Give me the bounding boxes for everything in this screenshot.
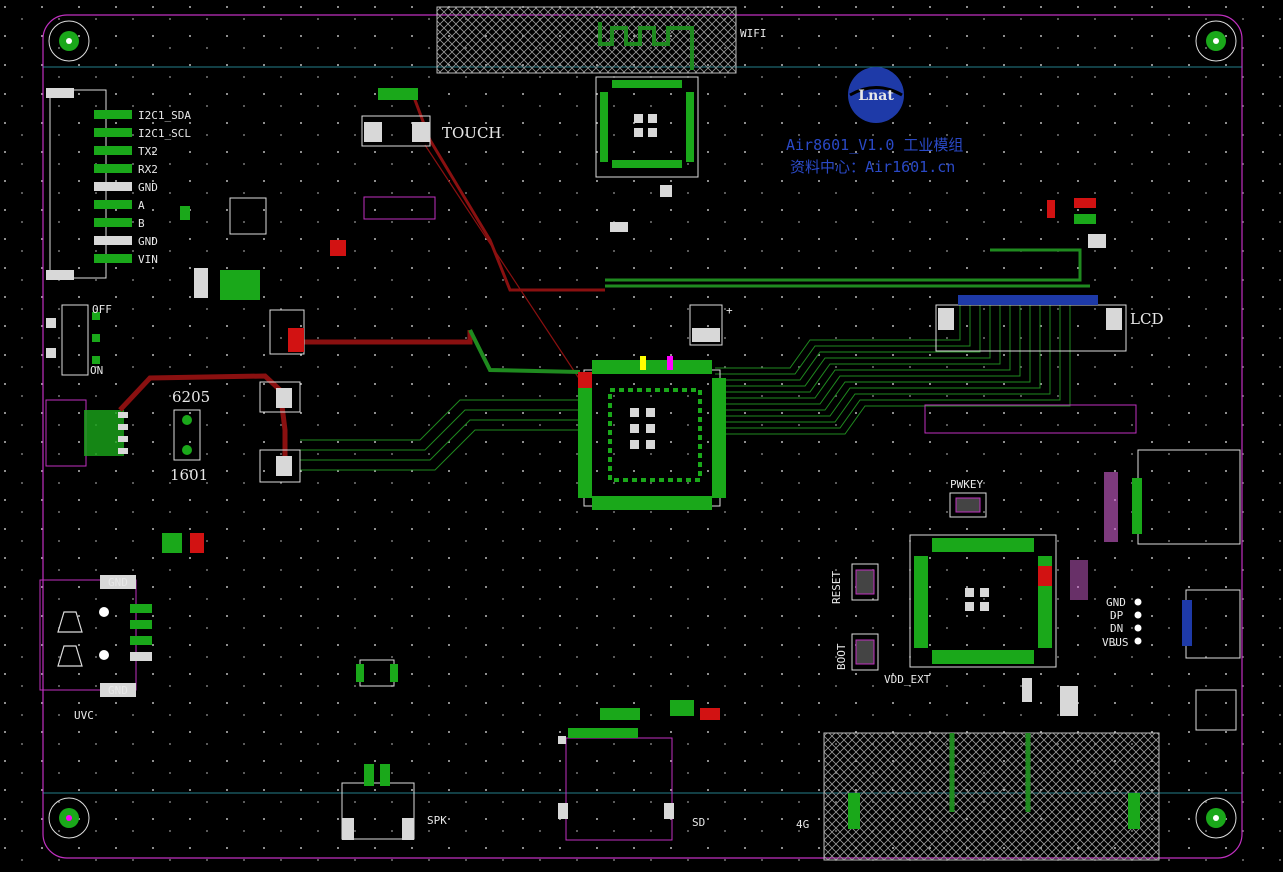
fourg-label: 4G xyxy=(796,818,809,831)
electrolytic-cap xyxy=(689,304,723,346)
wifi-antenna-keepout xyxy=(436,6,737,74)
fourg-antenna-keepout xyxy=(823,732,1160,861)
micro-usb-connector xyxy=(1182,589,1241,659)
power-trace-1 xyxy=(118,373,288,470)
pin-label-gnd-1: GND xyxy=(138,181,158,194)
cellular-module xyxy=(909,534,1057,668)
usb-c-connector xyxy=(45,399,128,467)
usb-vbus-label: VBUS xyxy=(1102,636,1129,649)
touch-connector xyxy=(361,88,431,147)
touch-label: TOUCH xyxy=(442,124,502,142)
ic-1601-label: 1601 xyxy=(170,466,208,484)
switch-on-label: ON xyxy=(90,364,103,377)
top-right-components xyxy=(1047,198,1106,248)
outline-box-1 xyxy=(363,196,436,220)
pin-label-i2c1-sda: I2C1_SDA xyxy=(138,109,191,122)
mounting-hole-tr xyxy=(1195,20,1237,62)
power-trace-green xyxy=(468,329,581,374)
wifi-antenna-trace xyxy=(598,22,694,70)
left-signal-traces xyxy=(300,399,580,471)
power-switch xyxy=(46,304,100,376)
fourg-antenna-trace xyxy=(949,733,1031,812)
pin-label-rx2: RX2 xyxy=(138,163,158,176)
pwkey-label: PWKEY xyxy=(950,478,983,491)
pwkey-button xyxy=(949,492,987,518)
ic-6205-label: 6205 xyxy=(172,388,210,406)
usb-a-gnd-top: GND xyxy=(108,576,128,589)
fourg-ant-pad-1 xyxy=(848,793,860,829)
switch-off-label: OFF xyxy=(92,303,112,316)
reset-label: RESET xyxy=(830,571,843,604)
pin-label-vin: VIN xyxy=(138,253,158,266)
speaker-connector xyxy=(341,764,415,840)
main-soc xyxy=(578,356,726,510)
sd-card-slot xyxy=(558,728,674,841)
lcd-connector xyxy=(935,295,1127,352)
usb-a-gnd-bottom: GND xyxy=(108,684,128,697)
lcd-trace-a xyxy=(605,248,1082,282)
outline-box-2 xyxy=(924,404,1137,434)
pin-label-gnd-2: GND xyxy=(138,235,158,248)
sd-label: SD xyxy=(692,816,705,829)
touch-trace-thin xyxy=(424,144,581,381)
spk-label: SPK xyxy=(427,814,447,827)
passive-components xyxy=(162,185,1237,731)
wifi-label: WIFI xyxy=(740,27,767,40)
mounting-hole-bl xyxy=(48,797,90,839)
svg-text:Lnat: Lnat xyxy=(858,88,894,104)
wifi-module xyxy=(595,76,699,178)
brand-logo: Lnat xyxy=(848,67,904,123)
fourg-ant-pad-2 xyxy=(1128,793,1140,829)
audio-amp-ic xyxy=(356,659,398,687)
pin-label-i2c1-scl: I2C1_SCL xyxy=(138,127,191,140)
usb-test-pads xyxy=(1134,598,1142,645)
usb-gnd-label: GND xyxy=(1106,596,1126,609)
sim-card-slot xyxy=(1104,449,1241,545)
lcd-label: LCD xyxy=(1130,310,1163,328)
mounting-hole-tl xyxy=(48,20,90,62)
usb-dp-label: DP xyxy=(1110,609,1124,622)
mounting-hole-br xyxy=(1195,797,1237,839)
board-website: 资料中心：Air1601.cn xyxy=(790,158,955,176)
pin-label-b: B xyxy=(138,217,145,230)
pin-label-tx2: TX2 xyxy=(138,145,158,158)
cap-plus-label: + xyxy=(726,304,733,317)
boot-button xyxy=(851,633,879,671)
reset-button xyxy=(851,563,879,601)
vdd-ext-label: VDD_EXT xyxy=(884,673,931,686)
ldo-footprint xyxy=(173,409,201,461)
usb-dn-label: DN xyxy=(1110,622,1123,635)
uvc-label: UVC xyxy=(74,709,94,722)
pin-label-a: A xyxy=(138,199,145,212)
left-connector xyxy=(46,88,132,280)
board-title: Air8601_V1.0 工业模组 xyxy=(786,136,963,154)
boot-label: BOOT xyxy=(835,643,848,670)
usb-a-connector xyxy=(39,575,152,697)
